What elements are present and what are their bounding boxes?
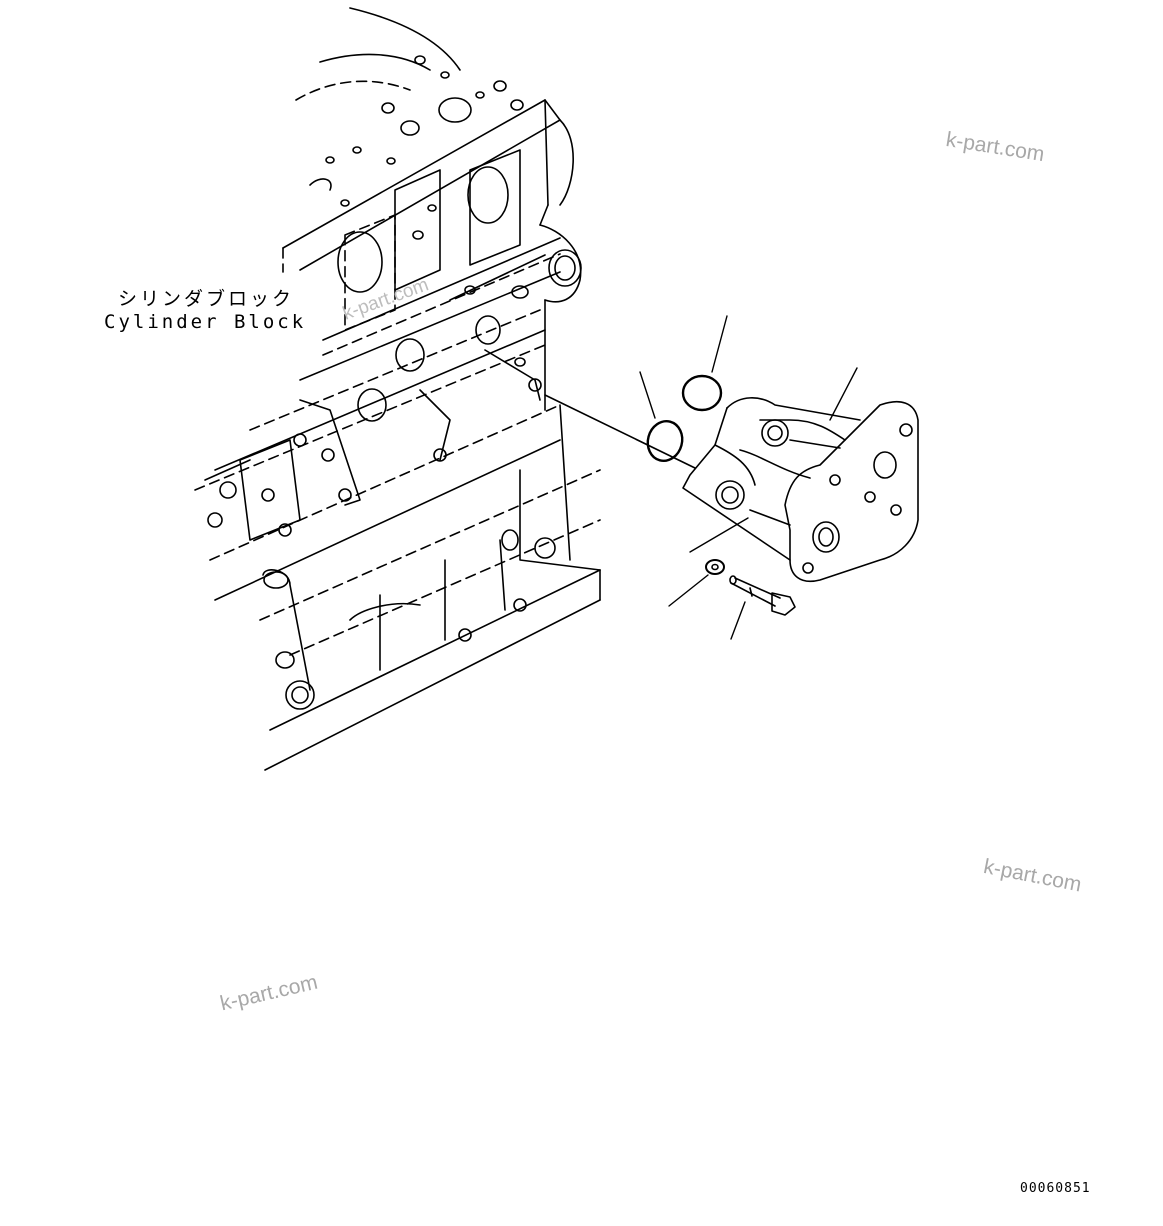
bracket-leader — [829, 367, 858, 421]
alignment-line — [544, 394, 696, 469]
washer-alignment-line — [689, 517, 749, 553]
bolt-leader — [730, 601, 746, 640]
o-ring-leader-2 — [639, 371, 656, 419]
cylinder-block-drawing — [194, 7, 601, 771]
figure-number: 00060851 — [1020, 1181, 1091, 1196]
washer-and-bolt-parts — [668, 517, 796, 640]
washer-leader — [668, 574, 709, 607]
bracket-housing-part — [682, 367, 919, 582]
component-label-en: Cylinder Block — [104, 311, 307, 333]
o-ring-leader-1 — [711, 315, 728, 373]
component-label-jp: シリンダブロック — [118, 288, 295, 310]
o-ring-parts — [639, 315, 728, 463]
